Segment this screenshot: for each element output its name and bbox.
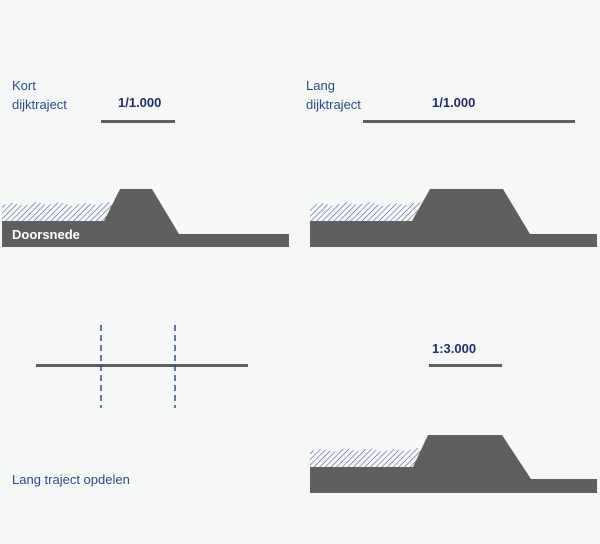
short-trajectory-label: Kort dijktraject	[12, 76, 67, 114]
long-water-hatch	[310, 202, 426, 221]
split-water-hatch	[310, 448, 424, 467]
trajectory-line	[36, 364, 248, 367]
split-caption: Lang traject opdelen	[12, 472, 130, 487]
split-scale-label: 1:3.000	[432, 341, 477, 356]
long-label-line1: Lang	[306, 78, 335, 93]
short-scale-label: 1/1.000	[118, 95, 162, 110]
split-dike-profile	[310, 435, 597, 493]
short-water-hatch	[2, 202, 116, 221]
long-label-line2: dijktraject	[306, 97, 361, 112]
short-label-line1: Kort	[12, 78, 36, 93]
short-scale-bar	[101, 120, 175, 123]
long-trajectory-label: Lang dijktraject	[306, 76, 361, 114]
long-scale-bar	[363, 120, 575, 123]
long-scale-label: 1/1.000	[432, 95, 476, 110]
split-scale-bar	[429, 364, 502, 367]
short-label-line2: dijktraject	[12, 97, 67, 112]
cross-section-label: Doorsnede	[12, 227, 80, 242]
short-dike-profile	[2, 189, 289, 247]
long-dike-profile	[310, 189, 597, 247]
